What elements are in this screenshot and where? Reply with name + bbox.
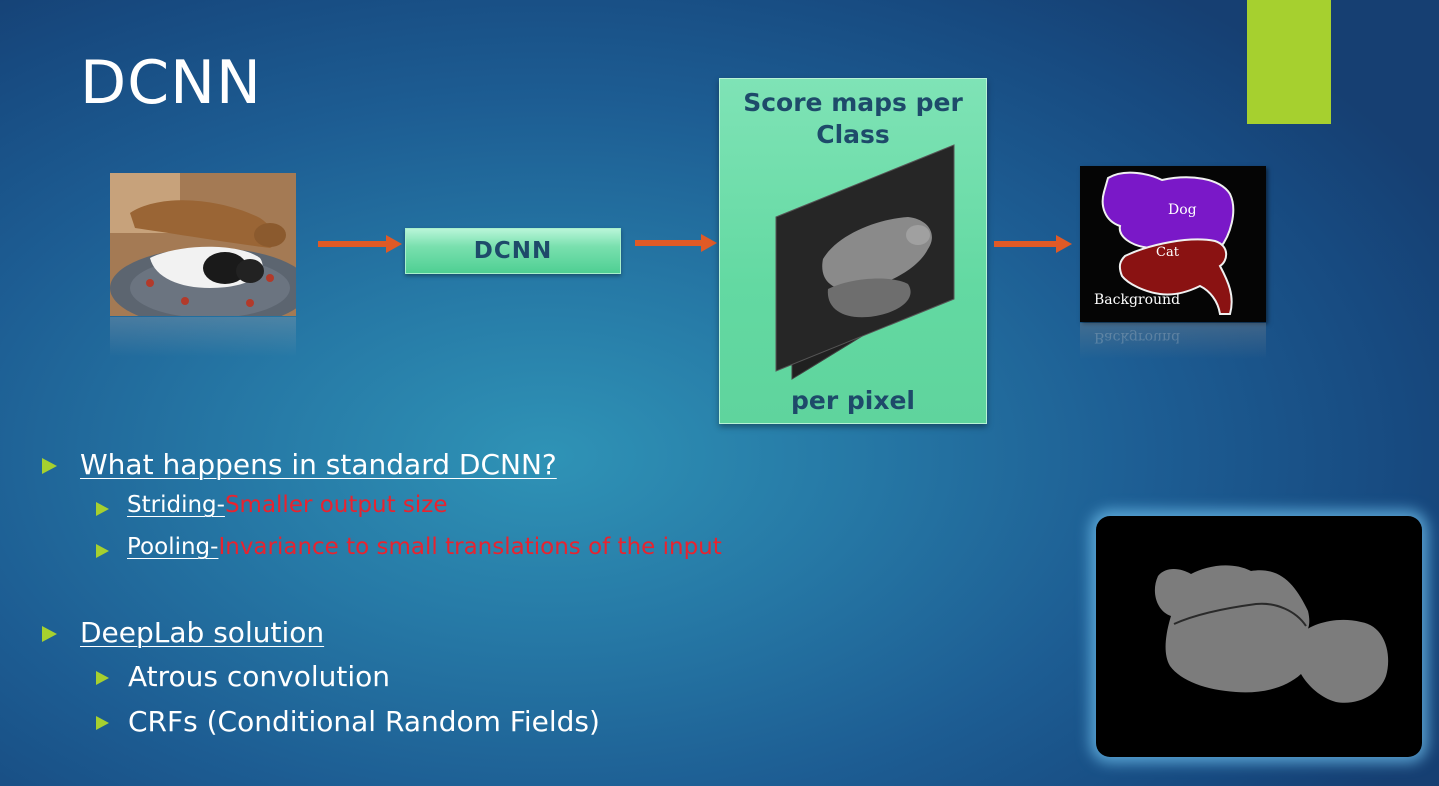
score-map-stack <box>775 144 955 380</box>
seg-label-background: Background <box>1094 292 1180 308</box>
bullet-marker <box>96 671 109 685</box>
slide-title: DCNN <box>80 48 262 118</box>
dcnn-block: DCNN <box>405 228 621 274</box>
accent-bar <box>1247 0 1331 124</box>
score-maps-panel: Score maps per Class per pixel <box>719 78 987 424</box>
bullet-crfs: CRFs (Conditional Random Fields) <box>128 705 600 738</box>
striding-desc: Smaller output size <box>224 492 448 518</box>
striding-label: Striding- <box>127 492 225 518</box>
bullet-marker <box>96 544 109 558</box>
bullet-striding: Striding-Smaller output size <box>127 492 448 518</box>
bullet-deeplab: DeepLab solution <box>80 616 325 649</box>
bullet-marker <box>96 716 109 730</box>
arrow-3 <box>994 235 1072 253</box>
bullet-atrous: Atrous convolution <box>128 660 391 693</box>
seg-label-dog: Dog <box>1168 202 1197 218</box>
bullet-standard-dcnn: What happens in standard DCNN? <box>80 448 557 481</box>
pooling-label: Pooling- <box>127 534 219 560</box>
arrow-1 <box>318 235 402 253</box>
arrow-2 <box>635 234 717 252</box>
bullet-pooling: Pooling-Invariance to small translations… <box>127 534 722 560</box>
seg-reflect-text: Background <box>1094 329 1181 345</box>
bullet-marker <box>96 502 109 516</box>
segmentation-output-reflection: Background <box>1080 323 1266 359</box>
seg-label-cat: Cat <box>1156 245 1180 260</box>
bullet-marker <box>42 458 57 474</box>
segmentation-mask-image <box>1096 516 1422 757</box>
score-maps-footer: per pixel <box>791 386 915 415</box>
input-photo <box>110 173 296 316</box>
input-photo-reflection <box>110 317 296 357</box>
pooling-desc: Invariance to small translations of the … <box>218 534 722 560</box>
score-maps-title: Score maps per Class <box>743 88 963 149</box>
segmentation-output: Dog Cat Background <box>1080 166 1266 322</box>
bullet-marker <box>42 626 57 642</box>
